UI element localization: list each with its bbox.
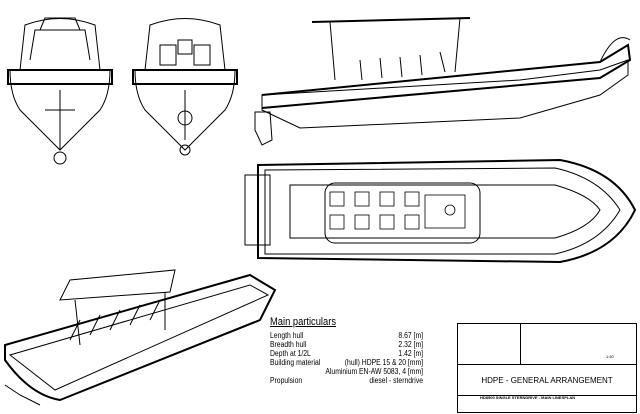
particular-value: 1.42 [m]: [398, 349, 423, 358]
particular-row: Propulsion diesel - sterndrive: [270, 376, 423, 385]
particular-row: Aluminium EN-AW 5083, 4 [mm]: [270, 367, 423, 376]
front-view-stern: [132, 18, 238, 156]
title-block: 1:40 HDPE - GENERAL ARRANGEMENT HD8500 S…: [457, 323, 637, 413]
particular-value: Aluminium EN-AW 5083, 4 [mm]: [325, 367, 423, 376]
particular-label: Propulsion: [270, 376, 303, 385]
particular-label: Length hull: [270, 331, 304, 340]
side-view: [254, 17, 632, 146]
drawing-subtitle: HD8500 SINGLE STERNDRIVE - MAIN LINESPLA…: [480, 395, 576, 400]
particular-row: Building material (hull) HDPE 15 & 20 [mm…: [270, 358, 423, 367]
particular-label: Breadth hull: [270, 340, 307, 349]
particular-row: Breadth hull 2.32 [m]: [270, 340, 423, 349]
particular-label: Depth at 1/2L: [270, 349, 311, 358]
particular-label: Building material: [270, 358, 321, 367]
particular-value: diesel - sterndrive: [369, 376, 423, 385]
scale-text: 1:40: [606, 354, 614, 359]
particular-value: 8.67 [m]: [398, 331, 423, 340]
drawing-title: HDPE - GENERAL ARRANGEMENT: [458, 364, 636, 396]
main-particulars: Main particulars Length hull 8.67 [m] Bre…: [270, 316, 423, 386]
particular-value: 2.32 [m]: [398, 340, 423, 349]
particular-row: Length hull 8.67 [m]: [270, 331, 423, 340]
plan-view: [244, 158, 637, 264]
particular-row: Depth at 1/2L 1.42 [m]: [270, 349, 423, 358]
particular-value: (hull) HDPE 15 & 20 [mm]: [344, 358, 423, 367]
front-view-bow: [7, 17, 113, 165]
main-particulars-title: Main particulars: [270, 316, 336, 328]
divider: [520, 324, 521, 364]
perspective-view: [4, 269, 277, 406]
